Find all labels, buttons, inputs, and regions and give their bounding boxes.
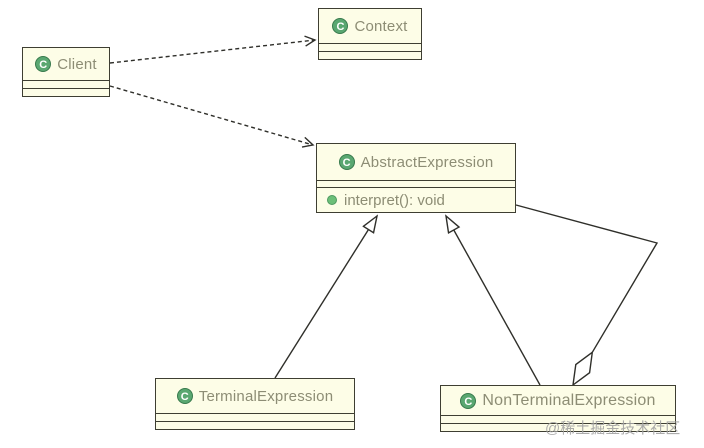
class-icon: C: [35, 56, 52, 72]
class-box-abstractexpression: C AbstractExpression interpret(): void: [316, 143, 516, 213]
edge-terminalexpression-generalization: [274, 216, 377, 379]
edge-client-abstractexpression-dependency: [109, 85, 315, 148]
attributes-compartment: [441, 415, 675, 423]
class-name-terminalexpression: TerminalExpression: [198, 387, 334, 405]
attributes-compartment: [317, 180, 515, 187]
operations-compartment: [156, 421, 354, 429]
aggregation-diamond-icon: [572, 350, 594, 387]
class-title-nonterminalexpression: C NonTerminalExpression: [441, 386, 675, 415]
class-icon: C: [176, 388, 193, 404]
operations-compartment: [441, 423, 675, 431]
method-interpret: interpret(): void: [344, 191, 445, 209]
class-title-client: C Client: [23, 48, 109, 80]
class-icon: C: [460, 392, 477, 409]
class-name-client: Client: [57, 55, 97, 73]
class-icon: C: [338, 154, 355, 170]
watermark-text: @稀土掘金技术社区: [545, 420, 681, 437]
class-box-context: C Context: [318, 8, 422, 60]
attributes-compartment: [156, 413, 354, 421]
class-icon: C: [332, 18, 349, 34]
operations-compartment: interpret(): void: [317, 187, 515, 212]
class-name-context: Context: [354, 17, 408, 35]
attributes-compartment: [23, 80, 109, 88]
class-name-abstractexpression: AbstractExpression: [360, 153, 494, 171]
class-title-terminalexpression: C TerminalExpression: [156, 379, 354, 413]
edge-nonterminalexpression-generalization: [446, 216, 541, 386]
operations-compartment: [23, 88, 109, 96]
class-title-abstractexpression: C AbstractExpression: [317, 144, 515, 180]
edge-client-context-dependency: [109, 35, 317, 64]
public-method-icon: [327, 195, 337, 205]
class-title-context: C Context: [319, 9, 421, 43]
edge-nonterminalexpression-aggregation: [515, 204, 659, 353]
class-box-nonterminalexpression: C NonTerminalExpression: [440, 385, 676, 432]
class-box-client: C Client: [22, 47, 110, 97]
attributes-compartment: [319, 43, 421, 51]
class-box-terminalexpression: C TerminalExpression: [155, 378, 355, 430]
class-name-nonterminalexpression: NonTerminalExpression: [482, 391, 656, 409]
operations-compartment: [319, 51, 421, 59]
